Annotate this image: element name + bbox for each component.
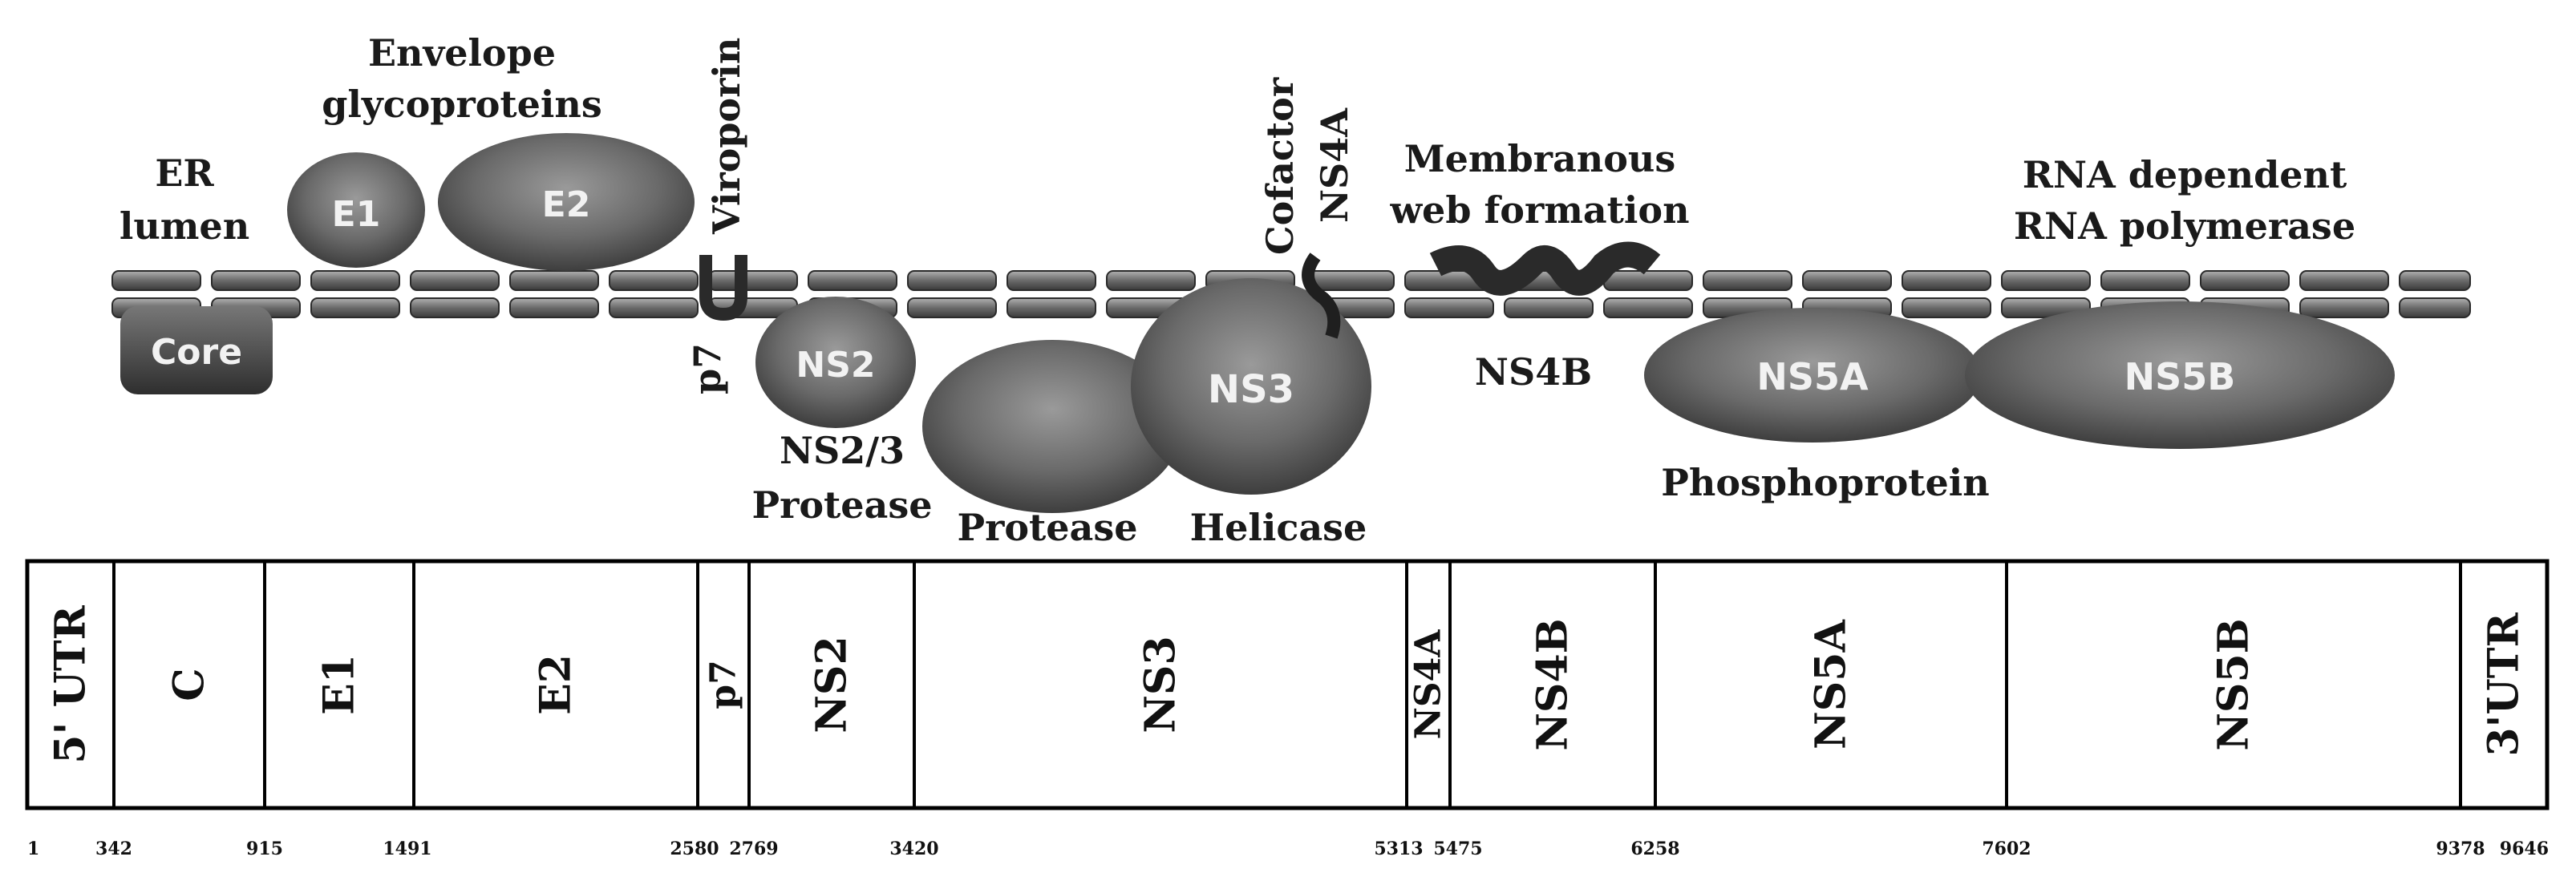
genome-segment-label: NS4B: [1529, 618, 1578, 750]
ns5a-protein: [1644, 308, 1981, 442]
genome-bar-outline: [25, 559, 2550, 810]
membranous-label-1: Membranous: [1404, 137, 1676, 180]
envelope-label-2: glycoproteins: [322, 83, 601, 126]
genome-segment-label: 3'UTR: [2480, 612, 2529, 757]
ns4b-helices: [1429, 241, 1661, 296]
ns5b-protein: [1965, 301, 2395, 449]
ns3-helicase-domain: [1131, 278, 1371, 495]
e2-protein: [438, 133, 695, 271]
ns3-label: NS3: [1208, 367, 1294, 412]
genome-position-label: 2769: [729, 839, 778, 859]
genome-position-label: 7602: [1982, 839, 2031, 859]
rdrp-label-1: RNA dependent: [2023, 153, 2347, 196]
membrane-segment: [410, 270, 500, 291]
membranous-label-2: web formation: [1389, 188, 1689, 232]
genome-segment-label: E1: [315, 654, 364, 715]
p7-viroporin: [699, 255, 747, 321]
core-protein: [120, 306, 273, 394]
membrane-segment: [907, 297, 997, 318]
genome-position-label: 9378: [2436, 839, 2485, 859]
e2-label: E2: [542, 184, 591, 225]
membrane-segment: [2299, 270, 2389, 291]
ns23-label-1: NS2/3: [780, 429, 905, 472]
membrane-segment: [2399, 270, 2471, 291]
protein-layer: [120, 133, 2395, 513]
membrane-segment: [1603, 270, 1693, 291]
genome-position-label: 3420: [889, 839, 938, 859]
cofactor-label: Cofactor: [1258, 77, 1302, 255]
membrane-segment: [509, 297, 599, 318]
genome-segment-label: NS4A: [1408, 629, 1449, 740]
membrane-segment: [310, 270, 400, 291]
genome-positions: 1 342 915 1491 2580 2769 3420 5313 5475 6258 7602 9…: [27, 839, 2549, 859]
genome-position-label: 5313: [1374, 839, 1423, 859]
ns4b-label: NS4B: [1475, 350, 1592, 394]
membrane-segment: [310, 297, 400, 318]
genome-segment-label: NS3: [1136, 636, 1185, 733]
membrane-segment: [708, 270, 798, 291]
membrane-segment: [1007, 270, 1096, 291]
ns2-label: NS2: [796, 345, 875, 386]
protease-label: Protease: [958, 506, 1138, 549]
membrane-segment: [2001, 270, 2091, 291]
membrane-segment: [2399, 297, 2471, 318]
membrane-segment: [211, 270, 301, 291]
membrane-segment: [609, 297, 699, 318]
e1-label: E1: [332, 194, 381, 235]
genome-segment-label: p7: [703, 660, 744, 709]
er-label-2: lumen: [119, 204, 249, 248]
membrane-segment: [1703, 270, 1792, 291]
er-label-1: ER: [155, 152, 214, 195]
genome-position-label: 1491: [383, 839, 431, 859]
phosphoprotein-label: Phosphoprotein: [1661, 461, 1989, 504]
membrane-segment: [1902, 297, 1991, 318]
genome-position-label: 5475: [1433, 839, 1482, 859]
membrane-segment: [609, 270, 699, 291]
membrane-segment: [111, 270, 201, 291]
membrane-segment: [1404, 297, 1494, 318]
genome-position-label: 9646: [2500, 839, 2549, 859]
envelope-label-1: Envelope: [368, 31, 556, 75]
membrane-segment: [1007, 297, 1096, 318]
membrane-segment: [1504, 297, 1594, 318]
ns4a-cofactor: [1302, 253, 1341, 339]
genome-position-label: 1: [27, 839, 39, 859]
helicase-label: Helicase: [1190, 506, 1367, 549]
core-label: Core: [151, 332, 242, 373]
genome-segment-label: C: [165, 668, 214, 701]
ns5b-label: NS5B: [2124, 355, 2236, 398]
genome-segment-label: NS5B: [2209, 618, 2258, 750]
membrane-segment: [410, 297, 500, 318]
genome-position-label: 2580: [670, 839, 719, 859]
membrane-segment: [2299, 297, 2389, 318]
rdrp-label-2: RNA polymerase: [2014, 204, 2355, 248]
membrane-segment: [509, 270, 599, 291]
genome-position-label: 6258: [1630, 839, 1679, 859]
ns4a-top-label: NS4A: [1313, 107, 1356, 223]
ns2-protein: [755, 297, 916, 428]
ns5a-label: NS5A: [1756, 355, 1869, 398]
genome-segment-label: NS2: [808, 636, 857, 733]
genome-position-label: 342: [95, 839, 132, 859]
p7-label: p7: [686, 343, 729, 394]
genome-map: 5' UTR C E1 E2 p7 NS2 NS3 NS4A NS4B NS5A NS5B 3'UTR: [25, 559, 2550, 810]
membrane-segment: [1106, 270, 1196, 291]
membrane-segment: [2200, 270, 2290, 291]
e1-protein: [287, 152, 425, 268]
membrane-segment: [907, 270, 997, 291]
viroporin-label: Viroporin: [705, 38, 748, 235]
membrane-segment: [808, 270, 897, 291]
genome-segment-label: NS5A: [1807, 620, 1856, 750]
membrane-segment: [1802, 270, 1892, 291]
ns23-label-2: Protease: [752, 483, 933, 527]
genome-segment-label: E2: [532, 654, 581, 715]
genome-segment-label: 5' UTR: [47, 604, 95, 763]
membrane-segment: [1603, 297, 1693, 318]
genome-position-label: 915: [246, 839, 283, 859]
ns3-protease-domain: [922, 340, 1182, 513]
membrane-segment: [1902, 270, 1991, 291]
membrane-segment: [2100, 270, 2190, 291]
